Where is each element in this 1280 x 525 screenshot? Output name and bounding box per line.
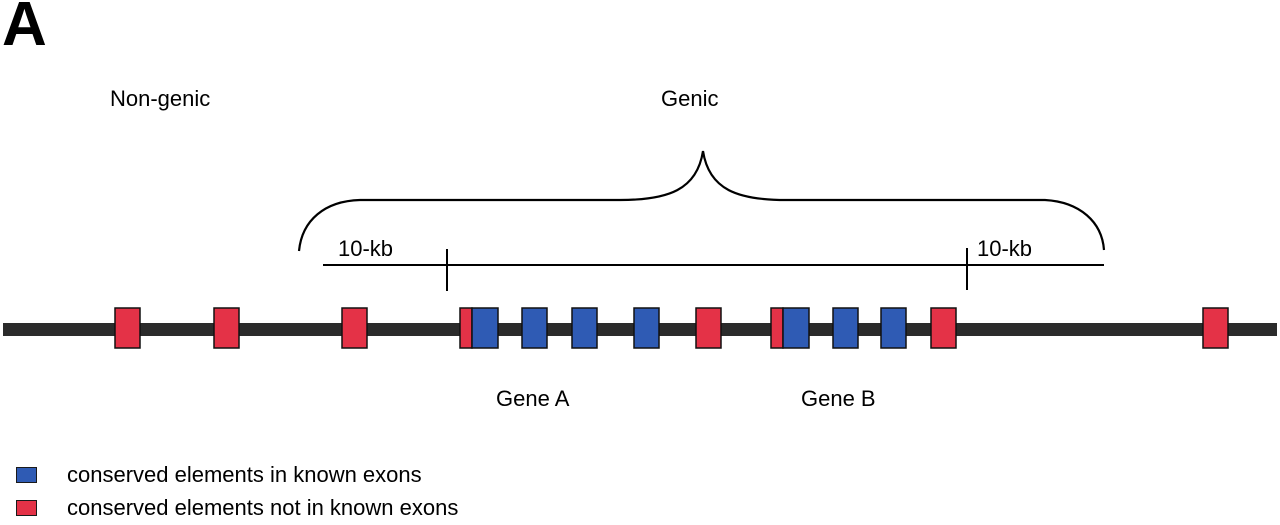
element-box-not-in-exon — [213, 307, 240, 349]
element-box-in-exon — [471, 307, 499, 349]
element-box-not-in-exon — [770, 307, 784, 349]
legend-item-in-exon: conserved elements in known exons — [16, 458, 458, 491]
element-box-not-in-exon — [695, 307, 722, 349]
legend-swatch-blue — [16, 466, 37, 483]
non-genic-label: Non-genic — [110, 86, 211, 111]
genic-brace — [297, 150, 1106, 252]
gene-b-label: Gene B — [801, 386, 876, 411]
genic-label: Genic — [661, 86, 719, 111]
legend-item-not-in-exon: conserved elements not in known exons — [16, 491, 458, 524]
element-box-not-in-exon — [114, 307, 141, 349]
gene-a-label: Gene A — [496, 386, 570, 411]
element-box-in-exon — [521, 307, 548, 349]
legend-swatch-red — [16, 499, 37, 516]
element-box-in-exon — [782, 307, 810, 349]
conserved-elements — [114, 307, 1229, 349]
panel-letter: A — [2, 0, 47, 59]
element-box-in-exon — [571, 307, 598, 349]
legend: conserved elements in known exons conser… — [16, 458, 458, 524]
element-box-not-in-exon — [1202, 307, 1229, 349]
element-box-in-exon — [633, 307, 660, 349]
element-box-not-in-exon — [930, 307, 957, 349]
element-box-not-in-exon — [341, 307, 368, 349]
element-box-in-exon — [880, 307, 907, 349]
legend-label: conserved elements in known exons — [67, 461, 422, 487]
right-flank-label: 10-kb — [977, 236, 1033, 261]
element-box-not-in-exon — [459, 307, 473, 349]
left-flank-label: 10-kb — [338, 236, 394, 261]
element-box-in-exon — [832, 307, 859, 349]
legend-label: conserved elements not in known exons — [67, 494, 459, 520]
